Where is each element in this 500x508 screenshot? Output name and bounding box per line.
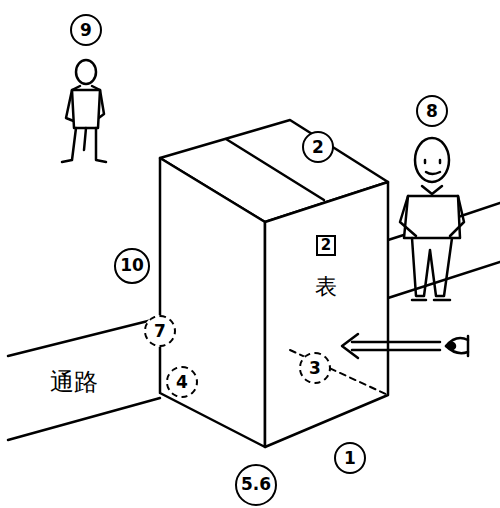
callout-text: 8 <box>426 103 438 120</box>
callout-number: 3 <box>299 352 331 384</box>
callout-text: 2 <box>321 238 331 253</box>
callout-number: 10 <box>114 248 150 284</box>
callout-text: 1 <box>344 450 356 467</box>
callout-number: 4 <box>166 366 198 398</box>
callout-number: 7 <box>144 315 176 347</box>
callout-number: 8 <box>416 95 448 127</box>
callout-text: 2 <box>312 139 324 156</box>
person-figure <box>400 138 464 300</box>
passage-edge <box>8 398 160 440</box>
callout-number: 2 <box>302 131 334 163</box>
callout-text: 7 <box>154 323 166 340</box>
face-mark: 表 <box>315 276 337 298</box>
callout-number: 5.6 <box>235 464 277 506</box>
callout-text: 10 <box>120 257 144 274</box>
callout-number: 9 <box>70 14 102 46</box>
person-figure <box>62 60 106 162</box>
callout-number: 1 <box>334 442 366 474</box>
passage-edge <box>8 318 160 356</box>
number-box: 2 <box>316 235 336 256</box>
callout-text: 3 <box>309 360 321 377</box>
callout-text: 9 <box>80 22 92 39</box>
callout-text: 5.6 <box>241 476 271 493</box>
callout-text: 4 <box>176 374 188 391</box>
passage-label: 通路 <box>50 370 98 394</box>
